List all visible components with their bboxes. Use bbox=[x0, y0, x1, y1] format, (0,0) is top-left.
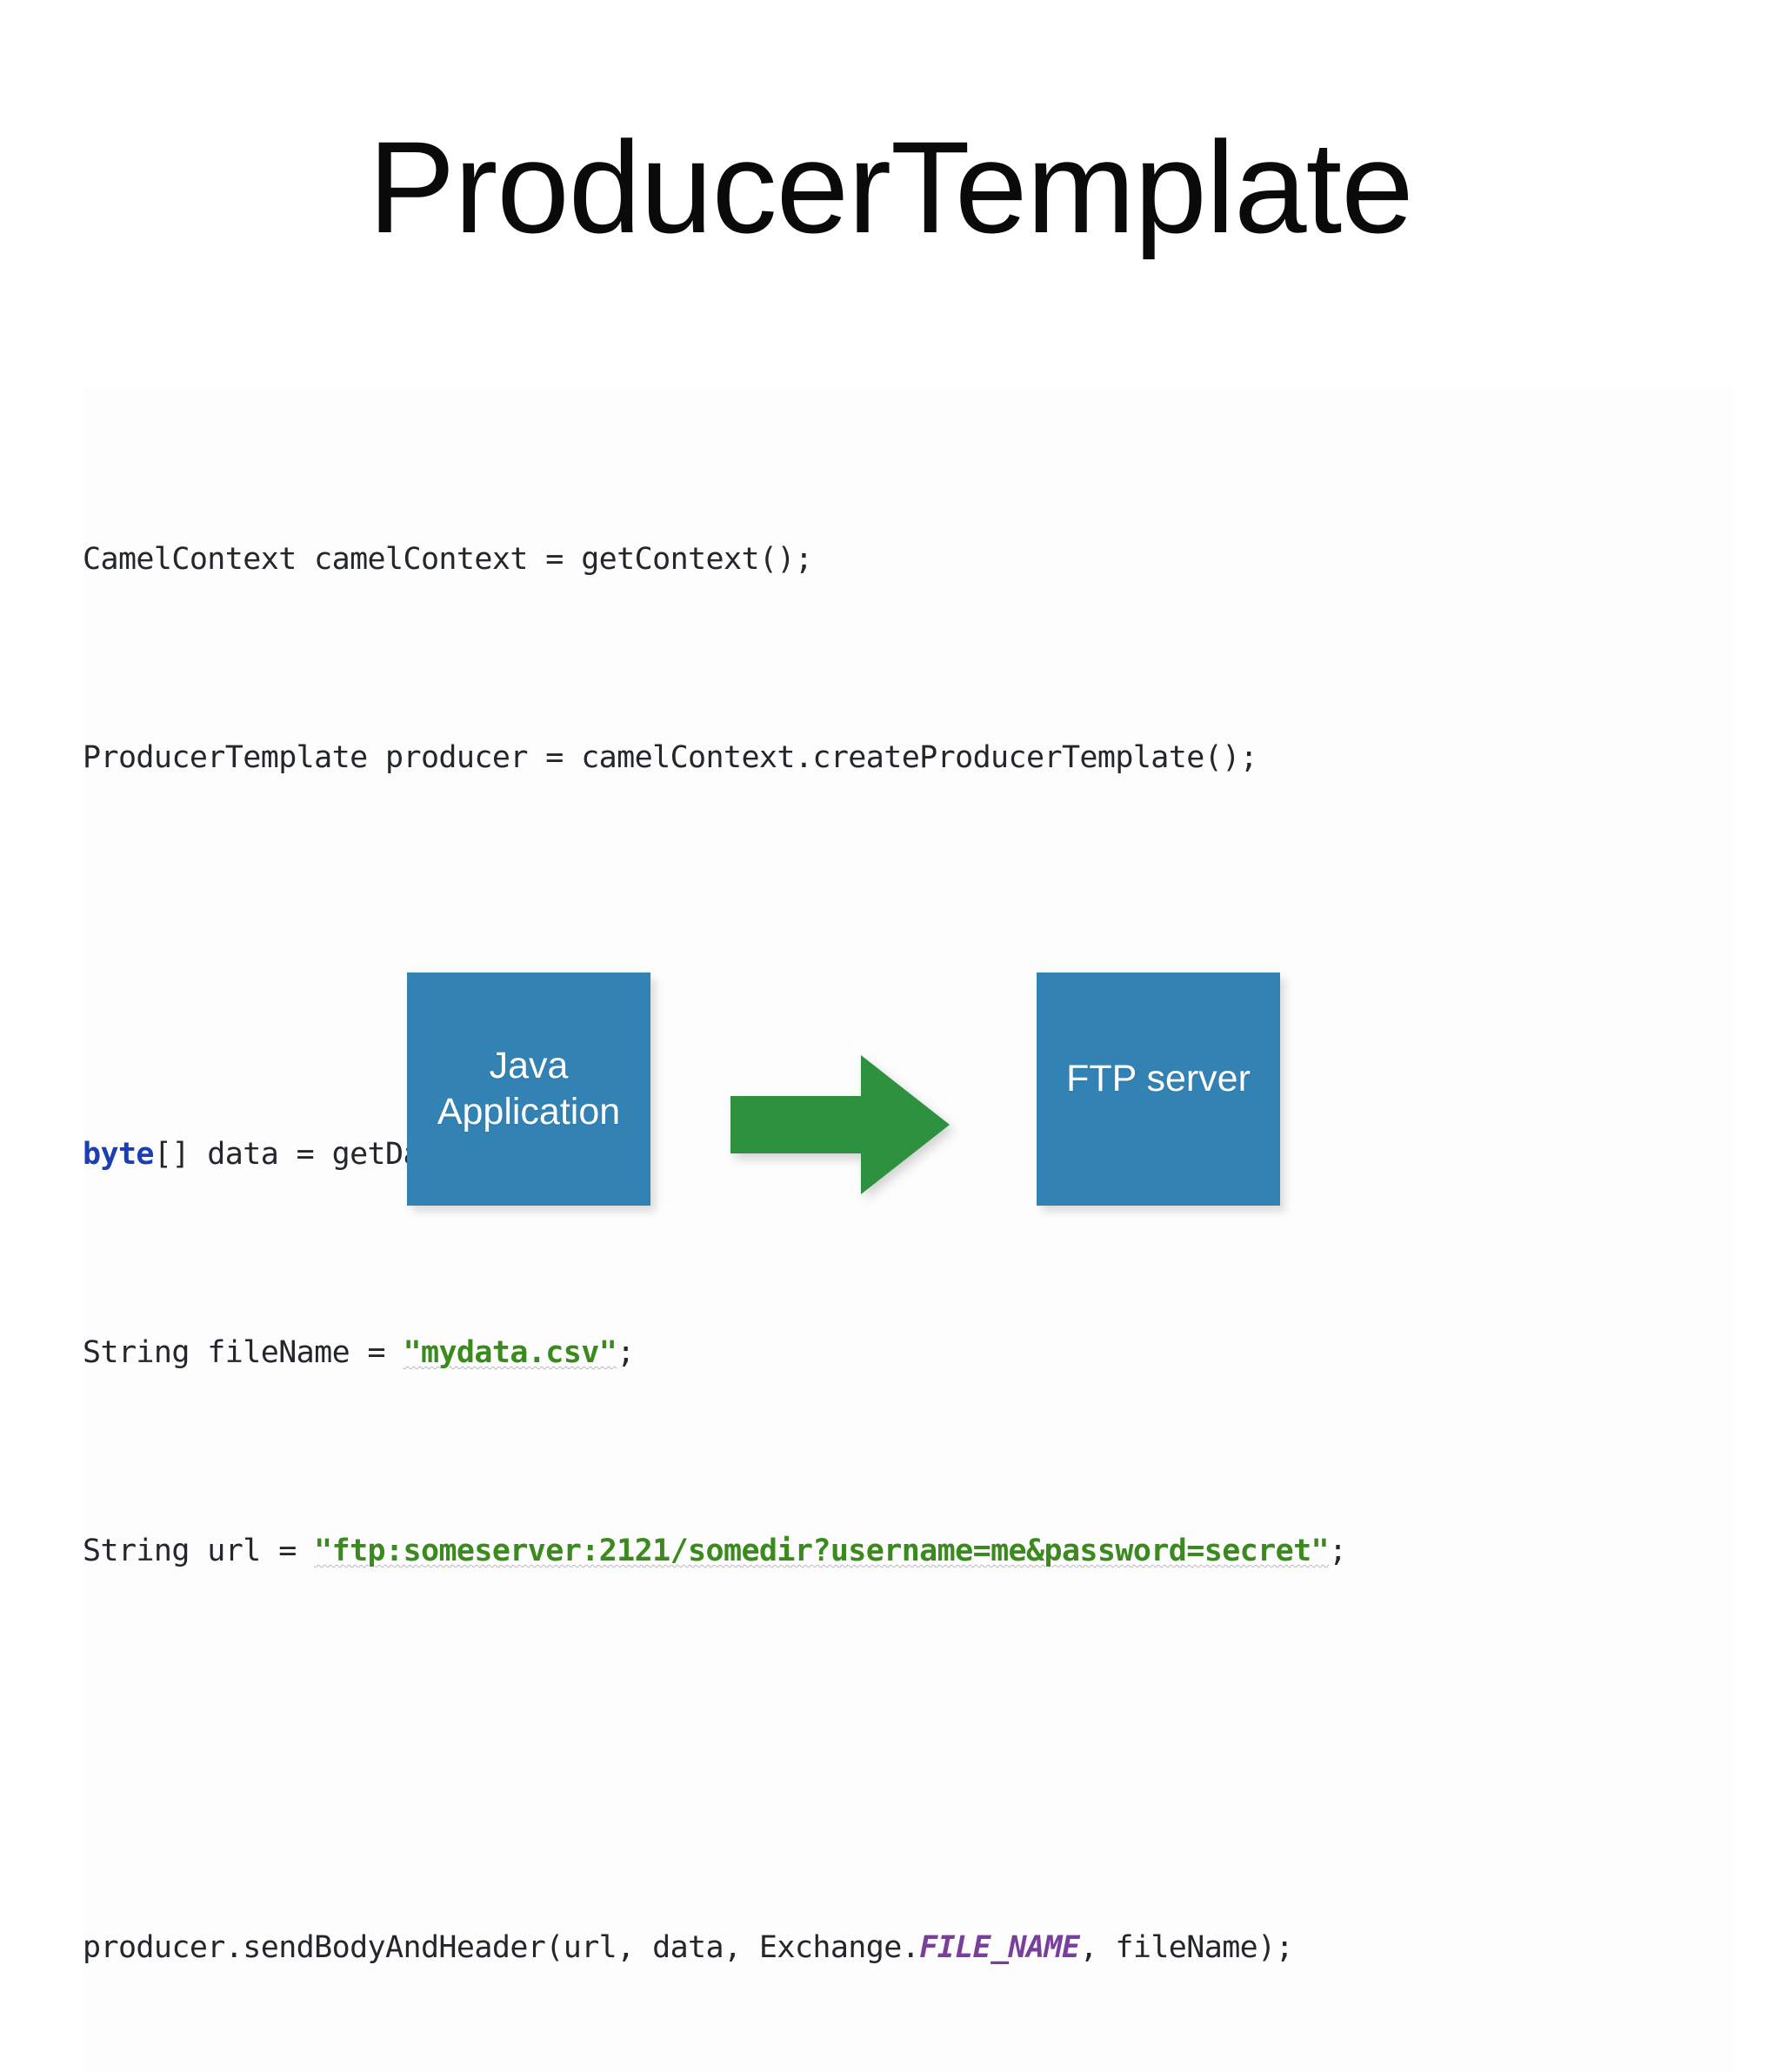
diagram-node-ftp-server-label: FTP server bbox=[1066, 1057, 1251, 1099]
code-line-5-suffix: ; bbox=[617, 1335, 635, 1370]
code-line-8-prefix: producer.sendBodyAndHeader(url, data, Ex… bbox=[83, 1930, 920, 1965]
diagram-node-java-application-label: Java Application bbox=[437, 1045, 621, 1133]
page-title: ProducerTemplate bbox=[368, 114, 1413, 260]
code-constant-file-name: FILE_NAME bbox=[919, 1930, 1080, 1965]
code-line-6-prefix: String url = bbox=[83, 1534, 315, 1568]
code-line-8-suffix: , fileName); bbox=[1079, 1930, 1294, 1965]
diagram-node-ftp-server: FTP server bbox=[1037, 973, 1280, 1206]
code-string-url: "ftp:someserver:2121/somedir?username=me… bbox=[314, 1534, 1330, 1568]
code-keyword-byte: byte bbox=[83, 1137, 154, 1172]
code-line-2: ProducerTemplate producer = camelContext… bbox=[83, 733, 1735, 783]
diagram-node-java-application: Java Application bbox=[407, 973, 650, 1206]
code-string-filename: "mydata.csv" bbox=[403, 1335, 617, 1370]
code-line-2-text: ProducerTemplate producer = camelContext… bbox=[83, 740, 1258, 775]
code-line-5-prefix: String fileName = bbox=[83, 1335, 404, 1370]
code-line-1: CamelContext camelContext = getContext()… bbox=[83, 535, 1735, 585]
code-line-6: String url = "ftp:someserver:2121/somedi… bbox=[83, 1527, 1735, 1576]
code-line-1-text: CamelContext camelContext = getContext()… bbox=[83, 542, 813, 577]
arrow-right-icon bbox=[730, 1055, 950, 1194]
code-line-6-suffix: ; bbox=[1329, 1534, 1347, 1568]
flow-diagram: Java Application FTP server bbox=[0, 966, 1781, 1253]
code-line-8: producer.sendBodyAndHeader(url, data, Ex… bbox=[83, 1923, 1735, 1973]
code-line-7-blank bbox=[83, 1725, 1735, 1775]
